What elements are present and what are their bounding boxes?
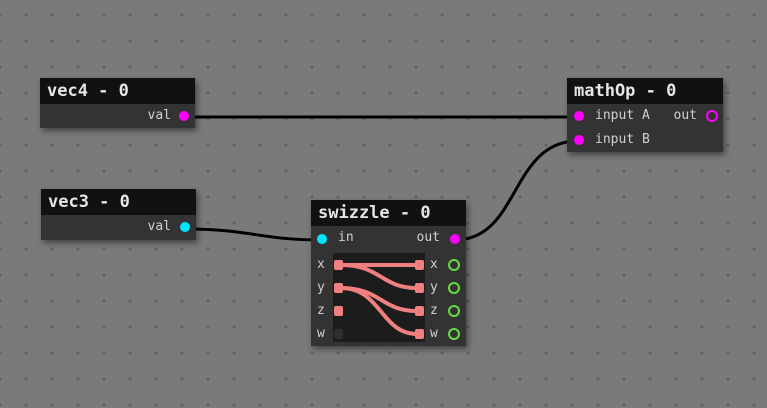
node-swizzle[interactable]: swizzle - 0 in out x y z w x y z w: [311, 200, 466, 346]
output-row: val: [40, 104, 195, 128]
out-port-x-ring-icon[interactable]: [448, 259, 460, 271]
in-channel-x: x: [317, 257, 325, 272]
node-title[interactable]: swizzle - 0: [311, 200, 466, 226]
node-mathop[interactable]: mathOp - 0 input A out input B: [567, 78, 723, 152]
output-label: val: [147, 219, 171, 234]
input-b-row: input B: [567, 128, 723, 152]
out-pad-w-icon[interactable]: [415, 329, 424, 339]
output-port-cyan-icon[interactable]: [180, 222, 190, 232]
wire-swizzle-to-mathop: [454, 139, 579, 242]
out-pad-x-icon[interactable]: [415, 260, 424, 270]
node-title[interactable]: mathOp - 0: [567, 78, 723, 104]
out-channel-y: y: [430, 280, 438, 295]
input-port-a-icon[interactable]: [574, 111, 584, 121]
node-title[interactable]: vec4 - 0: [40, 78, 195, 104]
out-channel-x: x: [430, 257, 438, 272]
in-pad-z-icon[interactable]: [334, 306, 343, 316]
output-port-magenta-icon[interactable]: [450, 234, 460, 244]
in-out-row: in out: [311, 226, 466, 250]
in-channel-z: z: [317, 303, 325, 318]
output-label: out: [673, 108, 697, 123]
in-pad-x-icon[interactable]: [334, 260, 343, 270]
out-port-z-ring-icon[interactable]: [448, 305, 460, 317]
output-port-magenta-icon[interactable]: [179, 111, 189, 121]
output-label: out: [416, 230, 440, 245]
node-vec4[interactable]: vec4 - 0 val: [40, 78, 195, 128]
node-vec3[interactable]: vec3 - 0 val: [41, 189, 196, 240]
output-port-ring-icon[interactable]: [706, 110, 718, 122]
input-port-cyan-icon[interactable]: [317, 234, 327, 244]
out-channel-z: z: [430, 303, 438, 318]
input-port-b-icon[interactable]: [574, 135, 584, 145]
node-title[interactable]: vec3 - 0: [41, 189, 196, 215]
output-row: val: [41, 215, 196, 240]
input-label: input B: [595, 132, 650, 147]
input-label: in: [338, 230, 354, 245]
swizzle-mapping-wires: [340, 263, 418, 336]
out-pad-z-icon[interactable]: [415, 306, 424, 316]
out-pad-y-icon[interactable]: [415, 283, 424, 293]
output-label: val: [147, 108, 171, 123]
out-channel-w: w: [430, 326, 438, 341]
in-pad-y-icon[interactable]: [334, 283, 343, 293]
in-channel-w: w: [317, 326, 325, 341]
out-port-y-ring-icon[interactable]: [448, 282, 460, 294]
input-label: input A: [595, 108, 650, 123]
in-channel-y: y: [317, 280, 325, 295]
in-pad-w-icon[interactable]: [334, 329, 343, 339]
input-a-row: input A out: [567, 104, 723, 128]
out-port-w-ring-icon[interactable]: [448, 328, 460, 340]
wire-vec3-to-swizzle: [185, 227, 323, 242]
